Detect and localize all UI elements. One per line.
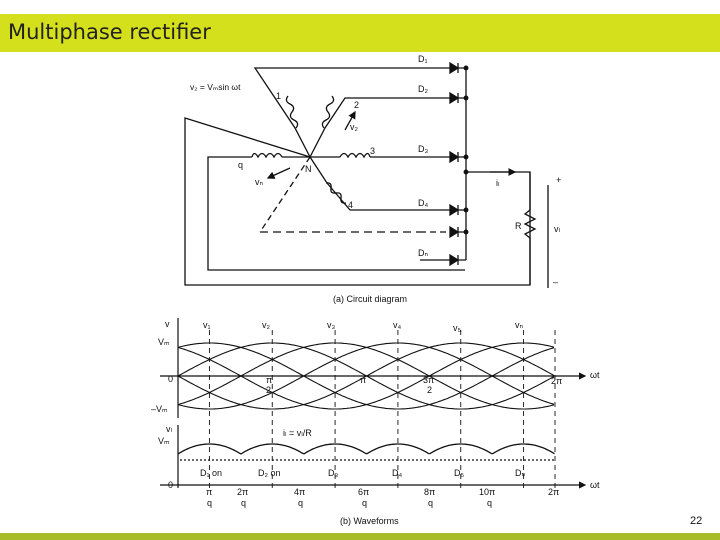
top-y-label-vm: Vₘ [158, 337, 170, 347]
minus-sign: – [553, 277, 558, 287]
conduction-d4: D₄ [392, 468, 402, 478]
bottom-x-label-3-num: 4π [294, 487, 305, 497]
phase-winding-3 [339, 152, 371, 159]
bottom-x-label-5-den: q [428, 498, 433, 508]
current-equation: iₗ = vₗ/R [283, 428, 312, 438]
waveform-labels: v ωt v₁ v₂ v₃ v₄ v₅ vₙ Vₘ 0 –Vₘ π 2 π 3π… [151, 319, 600, 526]
winding-label-2: 2 [354, 100, 359, 110]
diode-dq2 [420, 253, 466, 267]
diode-d1 [420, 61, 466, 75]
circuit-diagram [184, 61, 549, 288]
diode-label-d3: D₃ [418, 144, 428, 154]
phase-leg-4 [309, 156, 420, 211]
voltage-label-vq: vₙ [255, 177, 264, 187]
load-voltage-label: vₗ [554, 224, 561, 234]
bottom-x-label-4-num: 6π [358, 487, 369, 497]
diode-label-d2: D₂ [418, 84, 428, 94]
waveform-curves [177, 342, 555, 455]
top-x-label-3pi2-num: 3π [423, 375, 434, 385]
circuit-labels: v₂ = Vₘsin ωt 1 2 3 4 q v₂ vₙ N D₁ D₂ D₃… [190, 54, 561, 304]
top-x-label-2pi: 2π [551, 376, 562, 386]
waveforms-caption: (b) Waveforms [340, 516, 399, 526]
conduction-d3: D₃ [328, 468, 338, 478]
resistor-label: R [515, 221, 522, 231]
output-wire [466, 171, 531, 210]
bottom-x-label-4-den: q [362, 498, 367, 508]
conduction-d1: D₁ on [200, 468, 222, 478]
bottom-axis-label-wt: ωt [590, 480, 600, 490]
top-x-label-pi2-den: 2 [266, 385, 271, 395]
extra-leg-bottom [259, 156, 311, 233]
phase-winding-4 [325, 182, 347, 204]
slide-title: Multiphase rectifier [8, 20, 211, 44]
top-x-label-pi: π [360, 375, 366, 385]
load-resistor [523, 209, 537, 285]
bottom-y-label-vm: Vₘ [158, 436, 170, 446]
top-y-label-neg-vm: –Vₘ [151, 404, 168, 414]
conduction-dq: Dₙ [515, 468, 525, 478]
bottom-x-label-3-den: q [298, 498, 303, 508]
conduction-d5: D₅ [454, 468, 464, 478]
phase-label-vq: vₙ [515, 320, 524, 330]
phase-label-v5: v₅ [453, 323, 462, 333]
phase-winding-1 [285, 95, 299, 129]
bottom-x-label-2-den: q [241, 498, 246, 508]
top-x-label-pi2-num: π [266, 375, 272, 385]
extra-leg-top [184, 117, 531, 286]
phase-label-v1: v₁ [203, 320, 211, 330]
load-current-label: iₗ [496, 178, 500, 188]
phase-label-v4: v₄ [393, 320, 402, 330]
winding-label-3: 3 [370, 146, 375, 156]
phase-leg-2 [309, 97, 420, 158]
winding-label-4: 4 [348, 200, 353, 210]
diode-label-d1: D₁ [418, 54, 428, 64]
winding-label-1: 1 [276, 91, 281, 101]
neutral-label: N [305, 164, 312, 174]
bottom-x-label-7-num: 2π [548, 487, 559, 497]
phase-winding-q [251, 152, 283, 159]
bottom-x-label-2-num: 2π [237, 487, 248, 497]
phase-leg-q [207, 156, 465, 271]
diode-label-dq: Dₙ [418, 248, 428, 258]
diode-dq [420, 225, 466, 239]
bottom-x-label-5-num: 8π [424, 487, 435, 497]
winding-label-q: q [238, 160, 243, 170]
bottom-axis-label-vl: vₗ [166, 424, 173, 434]
v2-arrow [344, 110, 356, 131]
phase-winding-2 [321, 95, 335, 129]
circuit-caption: (a) Circuit diagram [333, 294, 407, 304]
bottom-x-label-6-num: 10π [479, 487, 495, 497]
bottom-x-label-1-den: q [207, 498, 212, 508]
voltage-label-v2: v₂ [350, 122, 359, 132]
rectified-output-wave [177, 443, 555, 455]
top-axis-label-v: v [165, 319, 170, 329]
bottom-y-label-0: 0 [168, 480, 173, 490]
top-axis-label-wt: ωt [590, 370, 600, 380]
phase-wave-6 [177, 342, 555, 410]
source-equation: v₂ = Vₘsin ωt [190, 82, 241, 92]
top-x-label-3pi2-den: 2 [427, 385, 432, 395]
plus-sign: + [556, 175, 561, 185]
diode-d2 [420, 91, 466, 105]
title-bar: Multiphase rectifier [0, 14, 720, 52]
vq-arrow [266, 167, 291, 179]
bottom-x-label-6-den: q [487, 498, 492, 508]
phase-label-v2: v₂ [262, 320, 271, 330]
bottom-bar [0, 533, 720, 540]
diode-label-d4: D₄ [418, 198, 428, 208]
page-number: 22 [690, 515, 703, 527]
phase-leg-1 [253, 67, 420, 158]
waveforms-axes [160, 318, 587, 489]
top-y-label-0: 0 [168, 374, 173, 384]
conduction-d2: D₂ on [258, 468, 281, 478]
waveform-guides [208, 330, 556, 488]
phase-label-v3: v₃ [327, 320, 336, 330]
bottom-x-label-1-num: π [206, 487, 212, 497]
